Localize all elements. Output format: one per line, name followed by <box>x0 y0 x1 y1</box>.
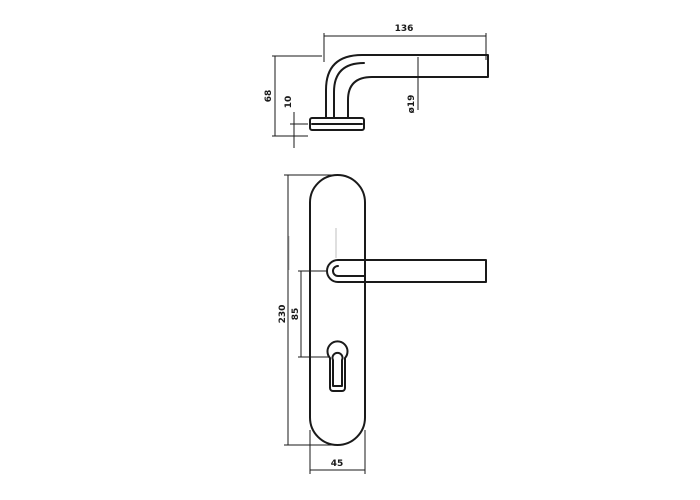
dim-text-230: 230 <box>278 305 288 324</box>
dim-text-10: 10 <box>284 96 294 109</box>
front-view-lever <box>326 259 487 283</box>
dimension-handle-length: 136 <box>323 24 487 62</box>
side-view-lever-bend <box>333 62 365 119</box>
dim-text-68: 68 <box>264 90 274 103</box>
cylinder-keyhole-inner <box>331 351 344 387</box>
back-plate <box>309 174 366 446</box>
dimension-rose-thickness: 10 <box>284 96 308 148</box>
dimension-center-distance: 85 <box>291 270 330 358</box>
front-view-lever-highlight <box>332 265 365 277</box>
front-view <box>288 174 487 446</box>
dimension-plate-width: 45 <box>309 430 366 474</box>
dim-text-85: 85 <box>291 308 301 321</box>
dimension-handle-diameter: ø19 <box>407 54 422 114</box>
dim-text-diameter: ø19 <box>407 95 417 114</box>
side-view <box>309 54 489 131</box>
cylinder-keyhole <box>326 340 349 392</box>
dim-text-45: 45 <box>331 459 344 469</box>
dimension-plate-length: 230 <box>278 174 336 446</box>
dim-text-136: 136 <box>395 24 414 34</box>
side-view-lever <box>325 54 489 119</box>
